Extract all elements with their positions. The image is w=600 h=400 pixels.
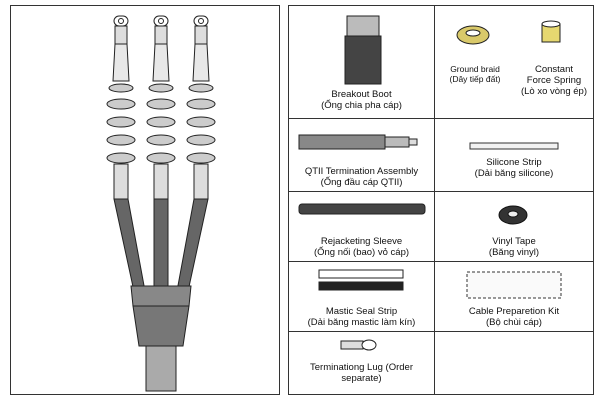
cell-terminating-lug: Terminationg Lug (Order separate): [289, 332, 434, 394]
grid-divider-1: [289, 118, 593, 119]
constant-force-spring-label-2: Force Spring: [526, 75, 582, 86]
breakout-boot-sublabel: (Ống chia pha cáp): [321, 100, 402, 111]
vinyl-tape-label: Vinyl Tape: [492, 236, 536, 247]
constant-force-spring-label-1: Constant: [534, 64, 574, 75]
mastic-seal-strip-icon: [318, 269, 404, 291]
termination-illustration-panel: [10, 5, 280, 395]
ground-braid-label: Ground braid: [450, 64, 500, 74]
grid-divider-2: [289, 191, 593, 192]
cable-preparation-kit-sublabel: (Bộ chùi cáp): [486, 317, 542, 328]
mastic-seal-strip-sublabel: (Dải băng mastic làm kín): [307, 317, 416, 328]
silicone-strip-label: Silicone Strip: [486, 157, 542, 168]
vinyl-tape-sublabel: (Băng vinyl): [488, 247, 540, 258]
vinyl-tape-icon: [498, 205, 528, 225]
cable-preparation-kit-icon: [466, 271, 562, 299]
mastic-seal-strip-label: Mastic Seal Strip: [325, 306, 398, 317]
constant-force-spring-sublabel: (Lò xo vòng ép): [520, 86, 587, 97]
terminating-lug-icon: [340, 339, 377, 351]
ground-braid-sublabel: (Dây tiếp đất): [449, 74, 501, 84]
cell-silicone-strip: Silicone Strip (Dải băng silicone): [435, 119, 593, 191]
cell-cable-preparation-kit: Cable Preparetion Kit (Bộ chùi cáp): [435, 262, 593, 331]
cell-qtii-termination: QTII Termination Assembly (Ống đầu cáp Q…: [289, 119, 434, 191]
terminating-lug-label-2: separate): [341, 373, 382, 384]
grid-divider-vertical: [434, 6, 435, 394]
phase-leg-middle: [146, 15, 176, 295]
cell-breakout-boot: Breakout Boot (Ống chia pha cáp): [289, 6, 434, 118]
terminating-lug-label-1: Terminationg Lug (Order: [310, 362, 413, 373]
cell-rejacketing-sleeve: Rejacketing Sleeve (Ống nối (bao) vỏ cáp…: [289, 192, 434, 261]
cell-constant-force-spring: Constant Force Spring (Lò xo vòng ép): [515, 6, 593, 118]
phase-leg-left: [106, 15, 146, 297]
termination-assembly-drawing: [106, 15, 216, 392]
components-grid: Breakout Boot (Ống chia pha cáp) Ground …: [288, 5, 594, 395]
breakout-boot-icon: [344, 15, 382, 85]
breakout-boot-assembled: [130, 285, 192, 392]
silicone-strip-sublabel: (Dải băng silicone): [474, 168, 554, 179]
rejacketing-sleeve-sublabel: (Ống nối (bao) vỏ cáp): [313, 247, 410, 258]
breakout-boot-label: Breakout Boot: [331, 89, 392, 100]
cell-ground-braid: Ground braid (Dây tiếp đất): [435, 6, 515, 118]
qtii-termination-label: QTII Termination Assembly: [304, 166, 419, 177]
ground-braid-icon: [456, 25, 490, 45]
qtii-termination-sublabel: (Ống đầu cáp QTII): [320, 177, 403, 188]
cable-preparation-kit-label: Cable Preparetion Kit: [468, 306, 560, 317]
phase-leg-right: [176, 15, 216, 297]
silicone-strip-icon: [469, 142, 559, 150]
rejacketing-sleeve-icon: [298, 203, 426, 215]
cell-mastic-seal-strip: Mastic Seal Strip (Dải băng mastic làm k…: [289, 262, 434, 331]
grid-divider-3: [289, 261, 593, 262]
qtii-termination-icon: [298, 134, 418, 150]
constant-force-spring-icon: [541, 20, 561, 43]
cell-vinyl-tape: Vinyl Tape (Băng vinyl): [435, 192, 593, 261]
grid-divider-4: [289, 331, 593, 332]
rejacketing-sleeve-label: Rejacketing Sleeve: [320, 236, 403, 247]
